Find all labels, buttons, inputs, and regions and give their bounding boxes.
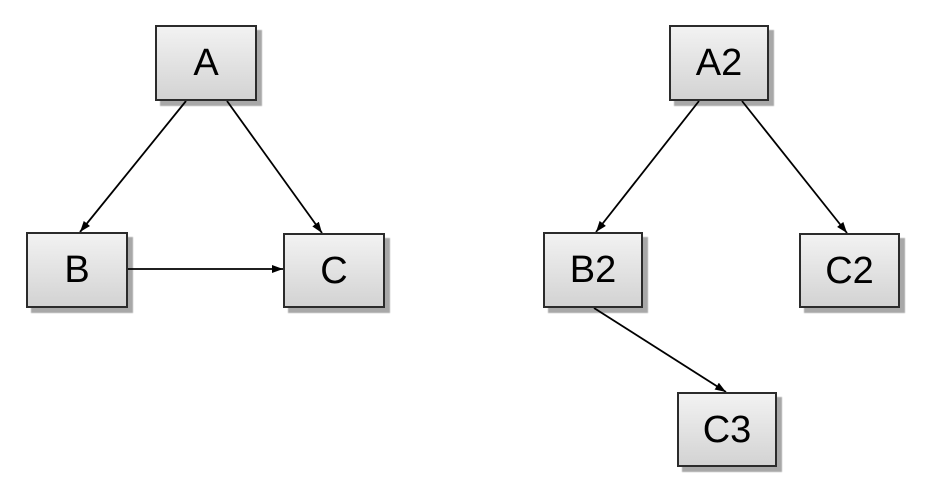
edge-B2-C3[interactable] bbox=[593, 307, 727, 393]
node-C2[interactable]: C2 bbox=[799, 233, 900, 308]
edge-A-B[interactable] bbox=[79, 100, 187, 233]
node-label: C3 bbox=[702, 408, 752, 451]
node-label: C2 bbox=[825, 249, 874, 292]
node-label: C bbox=[320, 249, 348, 292]
edge-A2-C2[interactable] bbox=[741, 100, 848, 234]
edge-A-C[interactable] bbox=[226, 100, 323, 234]
node-label: B2 bbox=[569, 249, 617, 291]
node-B2[interactable]: B2 bbox=[543, 232, 643, 308]
node-A2[interactable]: A2 bbox=[669, 25, 769, 101]
node-label: A2 bbox=[695, 42, 743, 84]
node-A[interactable]: A bbox=[155, 25, 257, 101]
node-label: A bbox=[193, 42, 219, 84]
node-B[interactable]: B bbox=[26, 232, 128, 308]
node-label: B bbox=[64, 249, 90, 291]
edge-A2-B2[interactable] bbox=[595, 100, 700, 233]
node-C3[interactable]: C3 bbox=[677, 392, 777, 467]
node-C[interactable]: C bbox=[283, 233, 385, 308]
